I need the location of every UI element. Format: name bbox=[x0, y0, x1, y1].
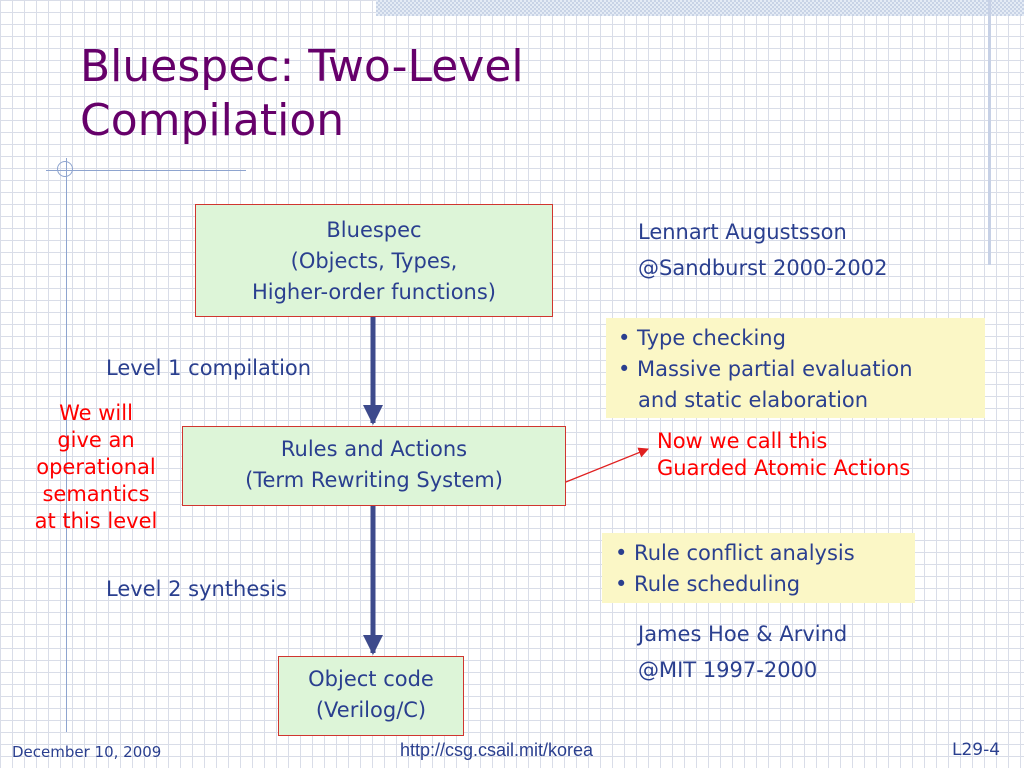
callout-1-line-2: • Massive partial evaluation bbox=[618, 357, 913, 381]
node-object-line-2: (Verilog/C) bbox=[315, 698, 427, 722]
credit-lennart-line-1: Lennart Augustsson bbox=[638, 220, 847, 244]
credit-james: James Hoe & Arvind @MIT 1997-2000 bbox=[638, 616, 847, 688]
node-bluespec: Bluespec (Objects, Types, Higher-order f… bbox=[195, 204, 553, 317]
title-underline bbox=[46, 170, 246, 171]
node-bluespec-line-3: Higher-order functions) bbox=[251, 280, 497, 304]
label-level2-synthesis: Level 2 synthesis bbox=[106, 577, 288, 601]
callout-1-line-3: and static elaboration bbox=[618, 388, 869, 412]
label-level1-compilation: Level 1 compilation bbox=[106, 356, 312, 380]
footer-url: http://csg.csail.mit/korea bbox=[400, 740, 594, 760]
node-object-line-1: Object code bbox=[308, 667, 434, 691]
node-object-code: Object code (Verilog/C) bbox=[278, 656, 464, 736]
right-decor-rail bbox=[988, 0, 991, 265]
note-guarded-line-1: Now we call this bbox=[657, 429, 828, 453]
note-guarded-line-2: Guarded Atomic Actions bbox=[657, 456, 911, 480]
node-rules-line-2: (Term Rewriting System) bbox=[245, 468, 503, 492]
title-vertical-rule bbox=[66, 158, 67, 732]
footer-page-number: L29-4 bbox=[952, 740, 1001, 760]
callout-level2-steps: • Rule conflict analysis • Rule scheduli… bbox=[602, 533, 915, 603]
footer-date: December 10, 2009 bbox=[12, 743, 162, 761]
note-semantics-line-5: at this level bbox=[34, 509, 158, 533]
credit-lennart-line-2: @Sandburst 2000-2002 bbox=[638, 256, 888, 280]
note-operational-semantics: We will give an operational semantics at… bbox=[18, 400, 174, 535]
note-semantics-line-4: semantics bbox=[42, 482, 150, 506]
credit-lennart: Lennart Augustsson @Sandburst 2000-2002 bbox=[638, 214, 887, 286]
callout-2-line-2: • Rule scheduling bbox=[615, 572, 801, 596]
credit-james-line-2: @MIT 1997-2000 bbox=[638, 658, 818, 682]
top-decor-band bbox=[376, 0, 1024, 16]
slide-title-line-2: Compilation bbox=[80, 95, 345, 146]
slide-title-line-1: Bluespec: Two-Level bbox=[80, 41, 524, 92]
node-rules-line-1: Rules and Actions bbox=[280, 437, 468, 461]
note-semantics-line-1: We will bbox=[59, 401, 133, 425]
callout-2-line-1: • Rule conflict analysis bbox=[615, 541, 855, 565]
note-semantics-line-3: operational bbox=[36, 455, 156, 479]
node-bluespec-line-1: Bluespec bbox=[326, 218, 422, 242]
credit-james-line-1: James Hoe & Arvind bbox=[638, 622, 848, 646]
slide-title: Bluespec: Two-Level Compilation bbox=[80, 40, 524, 148]
node-bluespec-line-2: (Objects, Types, bbox=[290, 249, 458, 273]
title-ring-ornament bbox=[57, 161, 73, 177]
node-rules-actions: Rules and Actions (Term Rewriting System… bbox=[182, 426, 566, 506]
note-guarded-atomic-actions: Now we call this Guarded Atomic Actions bbox=[657, 428, 910, 482]
callout-1-line-1: • Type checking bbox=[618, 326, 786, 350]
note-semantics-line-2: give an bbox=[57, 428, 135, 452]
callout-level1-steps: • Type checking • Massive partial evalua… bbox=[606, 318, 985, 418]
